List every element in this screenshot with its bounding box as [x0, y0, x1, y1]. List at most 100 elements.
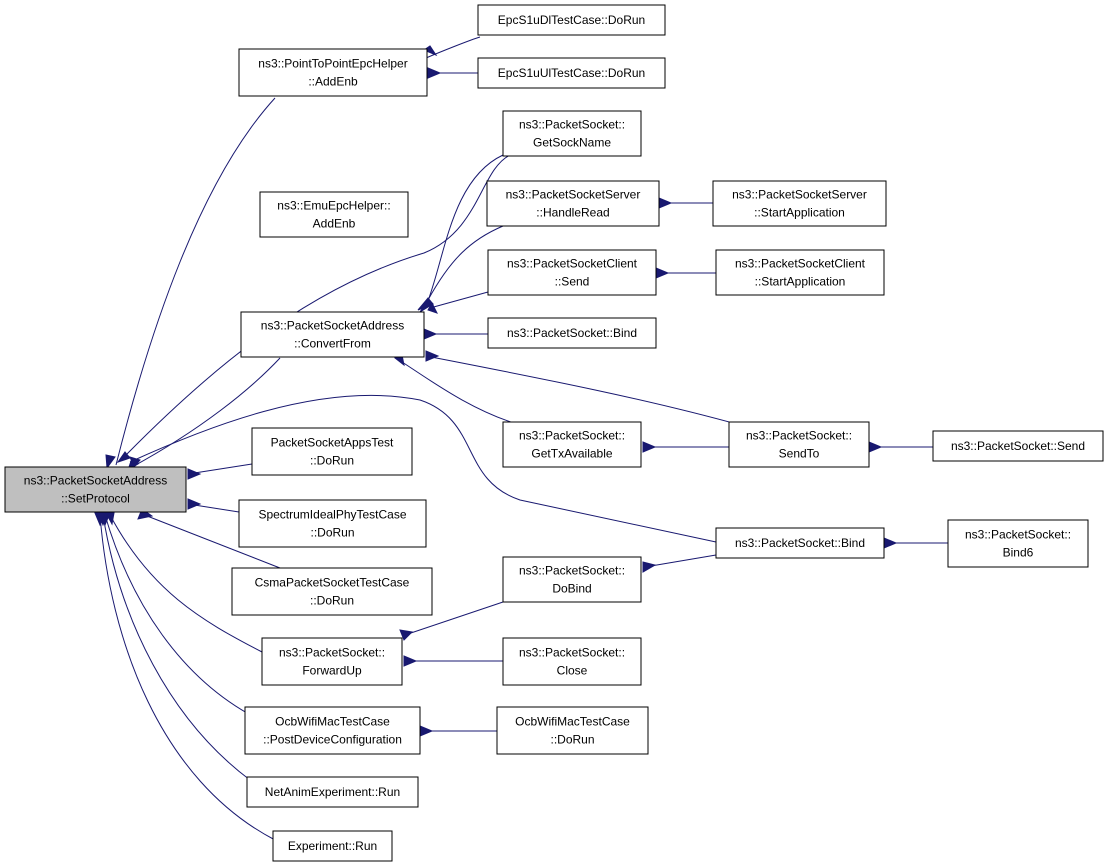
call-edge [644, 554, 717, 568]
call-edge [425, 36, 481, 59]
node-dobind[interactable]: ns3::PacketSocket::DoBind [502, 556, 642, 603]
call-edge [398, 359, 521, 426]
call-edge [104, 514, 261, 721]
node-label: ns3::PointToPointEpcHelper [258, 57, 407, 71]
node-label: EpcS1uDlTestCase::DoRun [498, 13, 645, 27]
call-edge [129, 394, 717, 543]
call-edge [429, 291, 489, 309]
node-label: ns3::PacketSocket::Send [951, 439, 1085, 453]
node-send[interactable]: ns3::PacketSocket::Send [932, 430, 1104, 462]
node-label: ::DoRun [550, 733, 594, 747]
node-box [261, 637, 403, 686]
node-client-startapp[interactable]: ns3::PacketSocketClient::StartApplicatio… [715, 249, 885, 296]
node-server-startapp[interactable]: ns3::PacketSocketServer::StartApplicatio… [712, 180, 887, 227]
arrowhead-icon [417, 297, 434, 311]
node-label: ns3::PacketSocket:: [965, 528, 1071, 542]
node-label: OcbWifiMacTestCase [515, 715, 630, 729]
node-box [238, 48, 428, 97]
node-p2p-addenb[interactable]: ns3::PointToPointEpcHelper::AddEnb [238, 48, 428, 97]
node-label: ::AddEnb [308, 75, 358, 89]
arrowhead-icon [403, 655, 418, 667]
node-label: ns3::PacketSocket:: [279, 646, 385, 660]
node-box [240, 311, 425, 358]
arrowhead-icon [419, 725, 434, 737]
arrowhead-icon [187, 498, 202, 510]
call-edge [425, 154, 504, 307]
node-bind6[interactable]: ns3::PacketSocket::Bind6 [947, 519, 1089, 568]
arrowhead-icon [883, 537, 898, 549]
node-box [244, 706, 421, 755]
call-edge [102, 514, 251, 781]
node-csma-test[interactable]: CsmaPacketSocketTestCase::DoRun [231, 567, 433, 616]
node-box [715, 249, 885, 296]
node-label: Close [557, 664, 588, 678]
node-label: ns3::PacketSocket::Bind [735, 536, 865, 550]
node-spectrum-test[interactable]: SpectrumIdealPhyTestCase::DoRun [238, 499, 427, 548]
node-convert-from[interactable]: ns3::PacketSocketAddress::ConvertFrom [240, 311, 425, 358]
node-experiment-run[interactable]: Experiment::Run [272, 830, 393, 862]
node-forwardup[interactable]: ns3::PacketSocket::ForwardUp [261, 637, 403, 686]
node-box [728, 421, 870, 468]
node-label: AddEnb [313, 217, 356, 231]
node-box [487, 249, 657, 296]
node-ul-dorun[interactable]: EpcS1uUlTestCase::DoRun [477, 57, 666, 89]
node-box [251, 427, 413, 476]
call-edge [187, 463, 253, 475]
node-apps-test[interactable]: PacketSocketAppsTest::DoRun [251, 427, 413, 476]
call-edge [401, 601, 504, 637]
node-label: ns3::PacketSocket:: [746, 429, 852, 443]
node-label: Experiment::Run [288, 839, 377, 853]
arrowhead-icon [399, 629, 414, 641]
node-label: SpectrumIdealPhyTestCase [258, 508, 406, 522]
node-sendto[interactable]: ns3::PacketSocket::SendTo [728, 421, 870, 468]
node-label: ::HandleRead [536, 206, 609, 220]
node-label: ns3::PacketSocketAddress [24, 474, 167, 488]
call-edge [125, 154, 511, 456]
node-ocb-dorun[interactable]: OcbWifiMacTestCase::DoRun [496, 706, 649, 755]
node-label: ns3::PacketSocketServer [506, 188, 641, 202]
node-label: ns3::EmuEpcHelper:: [277, 199, 390, 213]
call-edge [115, 97, 276, 466]
node-label: SendTo [779, 447, 820, 461]
node-label: ::SetProtocol [61, 492, 130, 506]
node-dl-dorun[interactable]: EpcS1uDlTestCase::DoRun [477, 4, 666, 36]
node-close[interactable]: ns3::PacketSocket::Close [502, 637, 642, 686]
node-box [502, 556, 642, 603]
nodes-layer: ns3::PacketSocketAddress::SetProtocolns3… [4, 4, 1104, 862]
node-label: ::ConvertFrom [294, 337, 371, 351]
call-edge [141, 513, 281, 569]
node-gettxavailable[interactable]: ns3::PacketSocket::GetTxAvailable [502, 421, 642, 468]
call-edge [99, 514, 276, 841]
node-box [486, 180, 660, 227]
node-label: GetTxAvailable [531, 447, 612, 461]
node-server-handleread[interactable]: ns3::PacketSocketServer::HandleRead [486, 180, 660, 227]
node-getsockname[interactable]: ns3::PacketSocket::GetSockName [502, 110, 642, 157]
node-box [715, 527, 885, 559]
node-box [231, 567, 433, 616]
node-netanim-run[interactable]: NetAnimExperiment::Run [246, 776, 419, 808]
arrowhead-icon [94, 512, 106, 527]
node-ocb-postdev[interactable]: OcbWifiMacTestCase::PostDeviceConfigurat… [244, 706, 421, 755]
arrowhead-icon [427, 301, 438, 314]
node-label: ::DoRun [310, 454, 354, 468]
node-label: ::Send [555, 275, 590, 289]
node-box [496, 706, 649, 755]
arrowhead-icon [427, 67, 442, 79]
node-emu-addenb[interactable]: ns3::EmuEpcHelper::AddEnb [259, 191, 409, 238]
arrowhead-icon [655, 267, 670, 279]
node-label: OcbWifiMacTestCase [275, 715, 390, 729]
node-label: Bind6 [1003, 546, 1034, 560]
node-label: ::StartApplication [755, 275, 846, 289]
node-client-send[interactable]: ns3::PacketSocketClient::Send [487, 249, 657, 296]
node-box [947, 519, 1089, 568]
edges-layer [94, 36, 948, 841]
node-bind-a[interactable]: ns3::PacketSocket::Bind [487, 317, 657, 349]
node-box [477, 4, 666, 36]
node-box [502, 421, 642, 468]
node-bind-b[interactable]: ns3::PacketSocket::Bind [715, 527, 885, 559]
node-set-protocol[interactable]: ns3::PacketSocketAddress::SetProtocol [4, 466, 187, 513]
arrowhead-icon [658, 197, 673, 209]
arrowhead-icon [422, 45, 438, 57]
node-label: ns3::PacketSocket:: [519, 429, 625, 443]
